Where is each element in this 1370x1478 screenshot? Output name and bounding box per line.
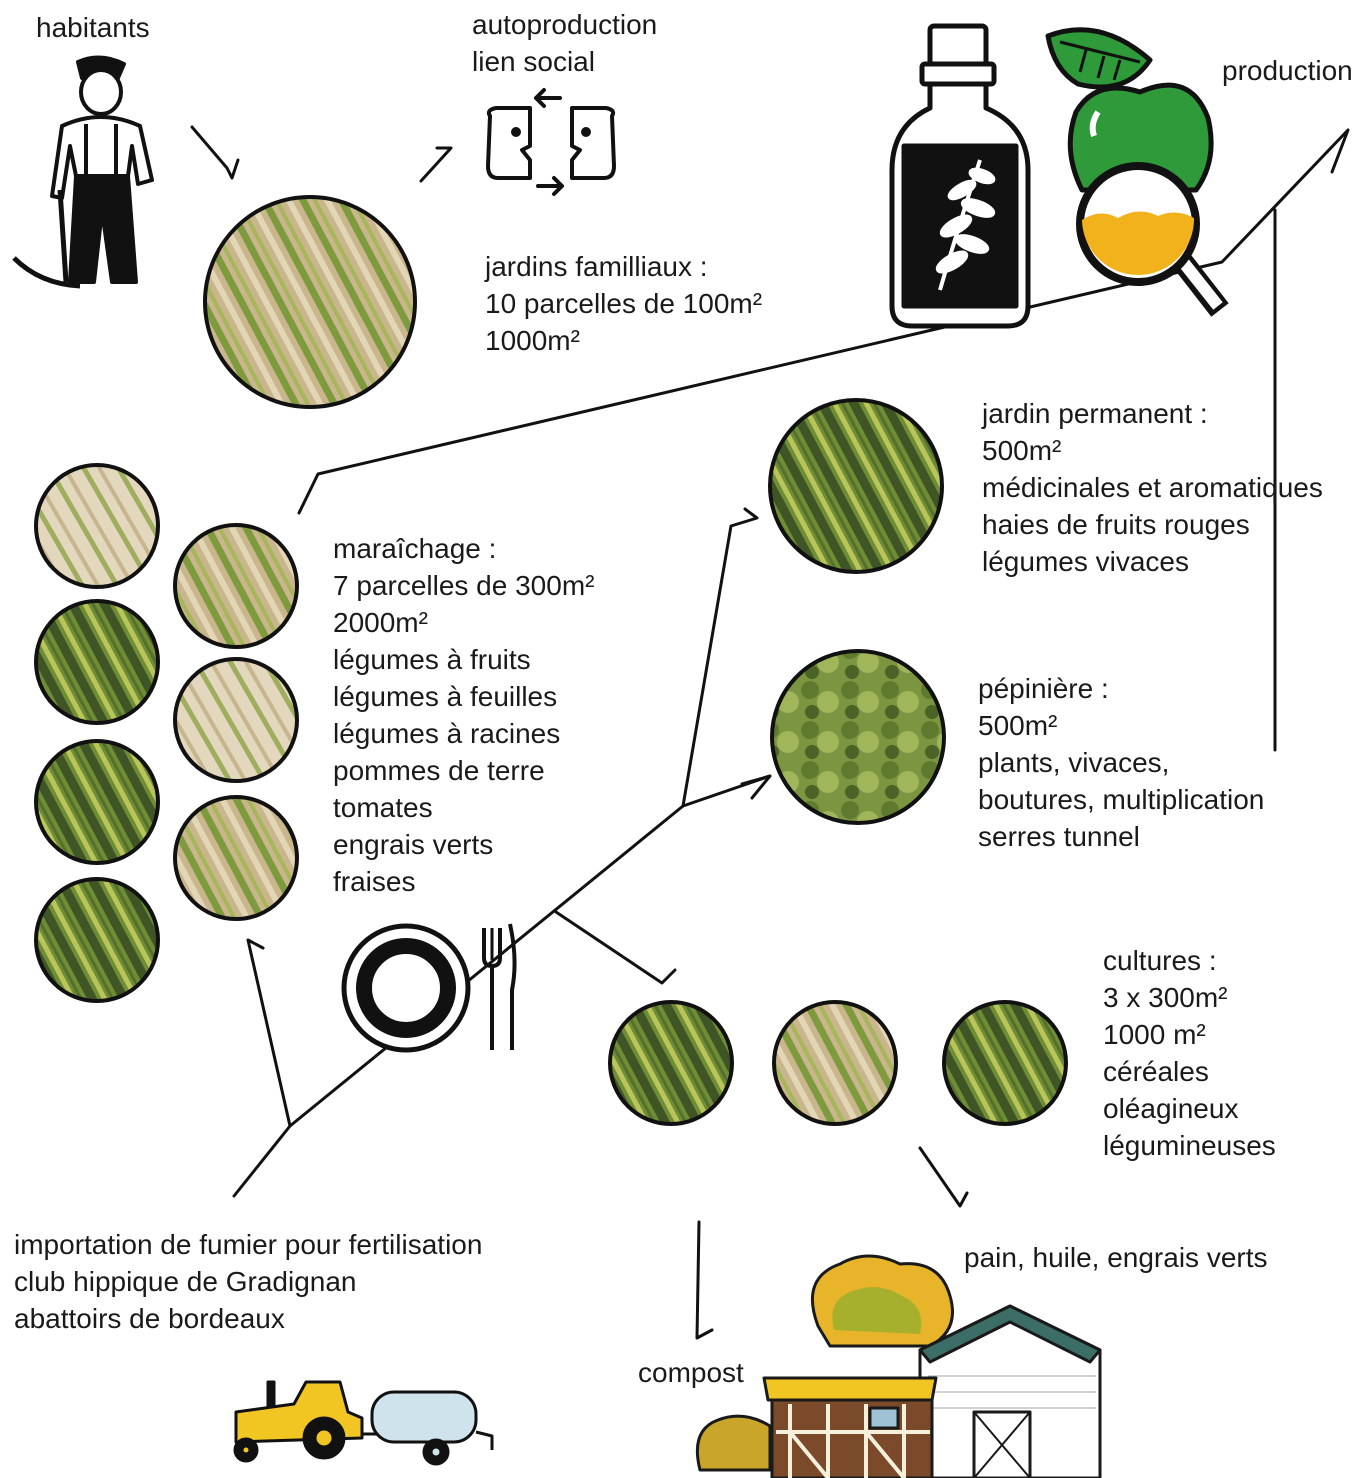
label-jardin-permanent: jardin permanent : 500m² médicinales et … bbox=[982, 395, 1323, 580]
importation-line-1: importation de fumier pour fertilisation bbox=[14, 1229, 483, 1260]
line-maraichage-to-production bbox=[297, 128, 1350, 515]
jardins-line-1: jardins familliaux : bbox=[485, 251, 708, 282]
permanent-line-2: 500m² bbox=[982, 435, 1062, 466]
pepiniere-line-2: 500m² bbox=[978, 710, 1058, 741]
permanent-line-5: légumes vivaces bbox=[982, 546, 1189, 577]
farmer-icon bbox=[12, 55, 154, 289]
photo-maraichage-7 bbox=[34, 877, 160, 1003]
label-pain-huile: pain, huile, engrais verts bbox=[964, 1242, 1268, 1273]
permanent-line-4: haies de fruits rouges bbox=[982, 509, 1250, 540]
cultures-line-5: oléagineux bbox=[1103, 1093, 1239, 1124]
arrow-cultures-to-pain bbox=[918, 1146, 969, 1208]
photo-pepiniere bbox=[770, 649, 946, 825]
lien-social-line: lien social bbox=[472, 46, 595, 77]
maraichage-line-3: 2000m² bbox=[333, 607, 428, 638]
maraichage-line-9: engrais verts bbox=[333, 829, 494, 860]
photo-maraichage-6 bbox=[173, 795, 299, 921]
label-cultures: cultures : 3 x 300m² 1000 m² céréales ol… bbox=[1103, 942, 1276, 1164]
jardins-line-2: 10 parcelles de 100m² bbox=[485, 288, 763, 319]
photo-maraichage-5 bbox=[34, 739, 160, 865]
line-to-jardin-permanent bbox=[681, 507, 759, 808]
pepiniere-line-5: serres tunnel bbox=[978, 821, 1140, 852]
maraichage-line-10: fraises bbox=[333, 866, 416, 897]
farm-buildings-icon bbox=[695, 1254, 1102, 1478]
pepiniere-line-3: plants, vivaces, bbox=[978, 747, 1170, 778]
arrow-habitants-to-jardins bbox=[190, 125, 240, 180]
arrow-jardins-to-autoproduction bbox=[419, 146, 453, 183]
photo-maraichage-3 bbox=[34, 599, 160, 725]
maraichage-line-4: légumes à fruits bbox=[333, 644, 531, 675]
permanent-line-3: médicinales et aromatiques bbox=[982, 472, 1323, 503]
cultures-line-1: cultures : bbox=[1103, 945, 1217, 976]
plate-cutlery-icon bbox=[341, 923, 517, 1053]
arrow-to-compost bbox=[695, 1220, 714, 1340]
maraichage-line-5: légumes à feuilles bbox=[333, 681, 558, 712]
photo-maraichage-4 bbox=[173, 657, 299, 783]
jardins-line-3: 1000m² bbox=[485, 325, 580, 356]
label-importation: importation de fumier pour fertilisation… bbox=[14, 1226, 482, 1337]
cultures-line-3: 1000 m² bbox=[1103, 1019, 1206, 1050]
photo-cultures-1 bbox=[608, 1000, 734, 1126]
cultures-line-6: légumineuses bbox=[1103, 1130, 1276, 1161]
photo-circles bbox=[34, 195, 1068, 1126]
photo-maraichage-1 bbox=[34, 463, 160, 589]
maraichage-line-2: 7 parcelles de 300m² bbox=[333, 570, 595, 601]
pepiniere-line-1: pépinière : bbox=[978, 673, 1109, 704]
label-habitants: habitants bbox=[36, 12, 150, 43]
photo-jardin-permanent bbox=[768, 398, 944, 574]
line-trunk-to-pepiniere-head bbox=[740, 774, 772, 800]
photo-cultures-3 bbox=[942, 1000, 1068, 1126]
photo-jardins-familiaux bbox=[203, 195, 417, 409]
label-autoproduction: autoproduction lien social bbox=[472, 6, 657, 80]
maraichage-line-6: légumes à racines bbox=[333, 718, 561, 749]
cultures-line-2: 3 x 300m² bbox=[1103, 982, 1228, 1013]
autoproduction-line: autoproduction bbox=[472, 9, 658, 40]
bottle-icon bbox=[889, 23, 1031, 329]
label-compost: compost bbox=[638, 1357, 744, 1388]
maraichage-line-1: maraîchage : bbox=[333, 533, 497, 564]
cultures-line-4: céréales bbox=[1103, 1056, 1209, 1087]
label-production: production bbox=[1222, 55, 1353, 86]
social-link-icon bbox=[486, 88, 616, 196]
line-to-maraichage bbox=[246, 938, 292, 1128]
photo-maraichage-2 bbox=[173, 523, 299, 649]
tractor-icon bbox=[233, 1380, 494, 1466]
label-maraichage: maraîchage : 7 parcelles de 300m² 2000m²… bbox=[333, 530, 594, 900]
photo-cultures-2 bbox=[772, 1000, 898, 1126]
importation-line-2: club hippique de Gradignan bbox=[14, 1266, 357, 1297]
label-jardins-familiaux: jardins familliaux : 10 parcelles de 100… bbox=[485, 248, 762, 359]
line-to-cultures bbox=[554, 910, 677, 985]
pepiniere-line-4: boutures, multiplication bbox=[978, 784, 1265, 815]
maraichage-line-7: pommes de terre bbox=[333, 755, 545, 786]
apple-magnifier-icon bbox=[1045, 27, 1229, 317]
maraichage-line-8: tomates bbox=[333, 792, 433, 823]
permanent-line-1: jardin permanent : bbox=[982, 398, 1208, 429]
label-pepiniere: pépinière : 500m² plants, vivaces, boutu… bbox=[978, 670, 1264, 855]
importation-line-3: abattoirs de bordeaux bbox=[14, 1303, 285, 1334]
